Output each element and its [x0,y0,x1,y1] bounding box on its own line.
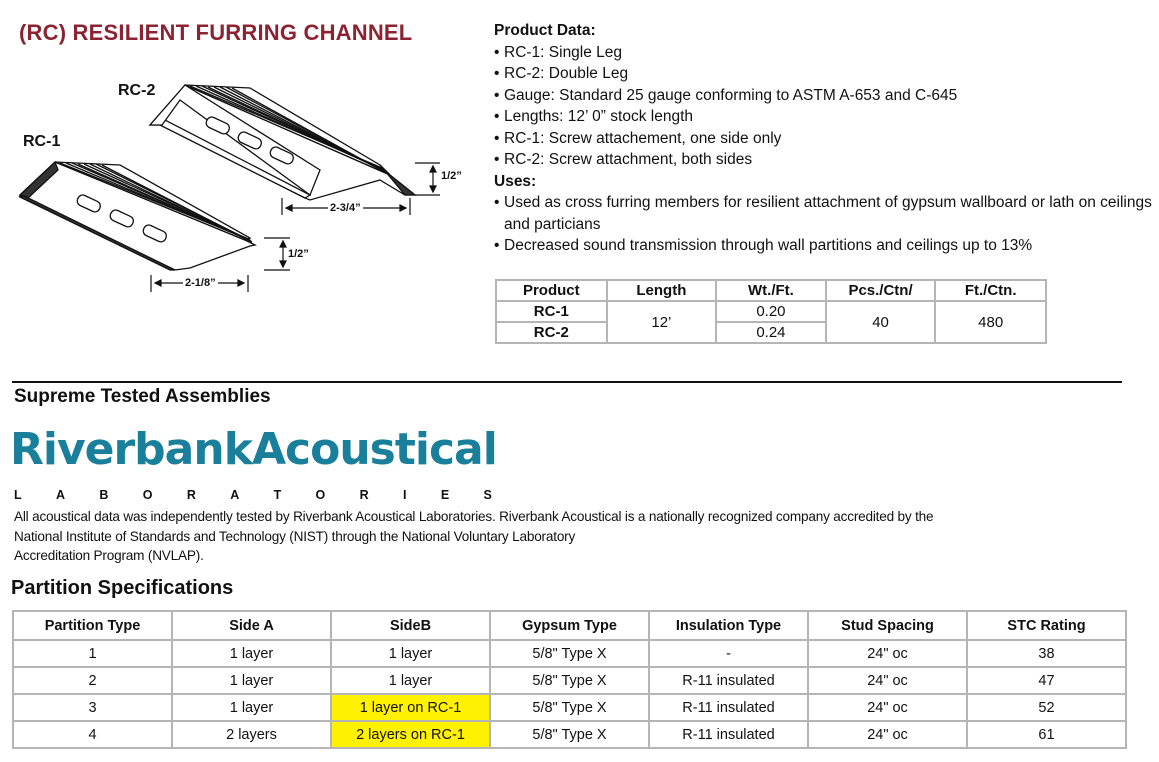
cell: 1 layer [330,666,491,695]
cell: 2 layers [171,720,332,749]
logo-letter: E [440,488,450,502]
product-table-header: Product Length Wt./Ft. Pcs./Ctn/ Ft./Ctn… [495,279,1047,302]
pieces-cell: 40 [824,300,937,344]
uses-item: Used as cross furring members for resili… [494,192,1154,235]
highlighted-cell: 1 layer on RC-1 [330,693,491,722]
col-partition-type: Partition Type [12,610,173,641]
cell: 5/8" Type X [489,666,650,695]
col-insulation-type: Insulation Type [648,610,809,641]
col-side-b: SideB [330,610,491,641]
col-stc-rating: STC Rating [966,610,1127,641]
assemblies-description: All acoustical data was independently te… [14,507,1124,566]
page-title: (RC) RESILIENT FURRING CHANNEL [19,20,413,45]
cell: 2 [12,666,173,695]
logo-letter: O [142,488,153,502]
partition-table: Partition Type Side A SideB Gypsum Type … [12,610,1127,749]
col-pieces: Pcs./Ctn/ [824,279,937,302]
cell: 1 [12,639,173,668]
rc1-width-dimension: 2-1/8” [183,277,218,289]
cell: 24" oc [807,720,968,749]
product-cell: RC-2 [495,321,608,344]
partition-heading: Partition Specifications [11,577,234,599]
product-data-item: RC-2: Screw attachment, both sides [494,149,1154,171]
logo-letter: L [14,488,22,502]
cell: 5/8" Type X [489,693,650,722]
rc2-label: RC-2 [118,82,156,99]
cell: 5/8" Type X [489,720,650,749]
product-data-item: RC-1: Single Leg [494,42,1154,64]
cell: 3 [12,693,173,722]
product-data-item: RC-2: Double Leg [494,63,1154,85]
riverbank-logo: RiverbankAcoustical [10,424,498,475]
logo-letter: O [315,488,326,502]
section-divider [12,381,1122,383]
logo-letter: A [55,488,66,502]
length-cell: 12’ [605,300,718,344]
cell: R-11 insulated [648,666,809,695]
cell: 24" oc [807,639,968,668]
cell: 5/8" Type X [489,639,650,668]
cell: 4 [12,720,173,749]
table-row: 1 1 layer 1 layer 5/8" Type X - 24" oc 3… [12,639,1127,668]
table-row: RC-2 0.24 [495,321,1046,344]
cell: 47 [966,666,1127,695]
col-feet: Ft./Ctn. [934,279,1047,302]
cell: 38 [966,639,1127,668]
cell: 61 [966,720,1127,749]
col-weight: Wt./Ft. [715,279,827,302]
cell: 1 layer [171,639,332,668]
table-row: 4 2 layers 2 layers on RC-1 5/8" Type X … [12,720,1127,749]
channel-diagram [18,84,440,292]
cell: 24" oc [807,666,968,695]
cell: 52 [966,693,1127,722]
logo-letter: T [273,488,282,502]
cell: - [648,639,809,668]
feet-cell: 480 [934,300,1047,344]
rc1-label: RC-1 [23,133,61,150]
cell: 1 layer [171,666,332,695]
logo-letter: I [403,488,407,502]
product-data-item: RC-1: Screw attachement, one side only [494,128,1154,150]
product-data-heading: Product Data: [494,22,596,39]
description-line: National Institute of Standards and Tech… [14,528,576,544]
cell: 24" oc [807,693,968,722]
partition-table-header: Partition Type Side A SideB Gypsum Type … [12,610,1127,641]
rc2-height-dimension: 1/2” [441,170,462,182]
description-line: All acoustical data was independently te… [14,509,934,524]
highlighted-cell: 2 layers on RC-1 [330,720,491,749]
cell: 1 layer [171,693,332,722]
product-table: Product Length Wt./Ft. Pcs./Ctn/ Ft./Ctn… [495,279,1047,344]
col-gypsum-type: Gypsum Type [489,610,650,641]
table-row: 3 1 layer 1 layer on RC-1 5/8" Type X R-… [12,693,1127,722]
uses-heading: Uses: [494,172,537,190]
logo-laboratories-text: L A B O R A T O R I E S [14,488,492,502]
col-product: Product [495,279,608,302]
rc1-height-dimension: 1/2” [288,248,309,260]
weight-cell: 0.20 [715,300,827,323]
logo-letter: R [186,488,196,502]
rc1-channel-illustration [18,160,257,271]
product-data-item: Gauge: Standard 25 gauge conforming to A… [494,85,1154,107]
uses-item: Decreased sound transmission through wal… [494,235,1154,257]
col-side-a: Side A [171,610,332,641]
table-row: RC-1 12’ 0.20 40 480 [495,300,1047,344]
cell: R-11 insulated [648,693,809,722]
assemblies-heading: Supreme Tested Assemblies [14,386,271,407]
rc2-channel-illustration [148,84,417,201]
rc2-width-dimension: 2-3/4” [328,202,363,214]
logo-letter: B [99,488,109,502]
product-data-item: Lengths: 12’ 0” stock length [494,106,1154,128]
cell: 1 layer [330,639,491,668]
table-row: 2 1 layer 1 layer 5/8" Type X R-11 insul… [12,666,1127,695]
product-data-section: Product Data: RC-1: Single Leg RC-2: Dou… [494,20,1154,257]
description-line: Accreditation Program (NVLAP). [14,548,204,563]
col-length: Length [605,279,718,302]
logo-letter: S [483,488,492,502]
col-stud-spacing: Stud Spacing [807,610,968,641]
weight-cell: 0.24 [715,321,827,344]
logo-letter: A [230,488,240,502]
cell: R-11 insulated [648,720,809,749]
logo-letter: R [359,488,369,502]
product-cell: RC-1 [495,300,608,323]
